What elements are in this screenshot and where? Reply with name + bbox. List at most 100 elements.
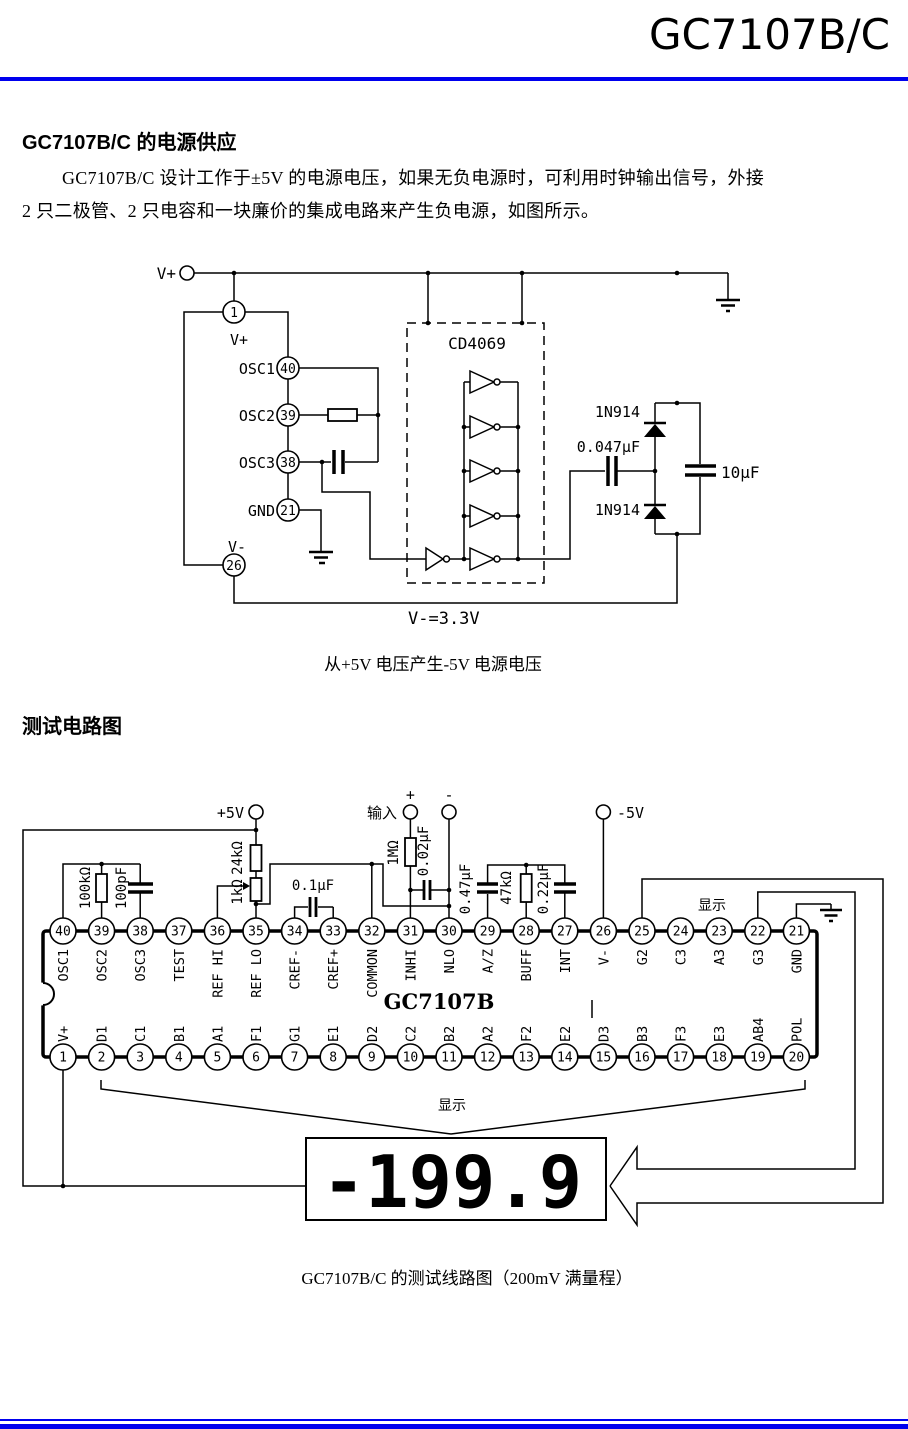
figure2-component-labels: 100kΩ 100pF 24kΩ 1kΩ 0.1µF 1MΩ 0.02µF 0.… — [78, 826, 552, 915]
resistor-24k — [249, 844, 263, 872]
figure2-bottom-pin-names: V+ D1 C1 B1 A1 F1 G1 E1 D2 C2 B2 A2 F2 E… — [56, 1018, 805, 1042]
pump-capacitor-label: 0.047µF — [577, 438, 640, 456]
resistor-100k-label: 100kΩ — [78, 867, 94, 909]
vplus-terminal — [179, 265, 195, 281]
page-title: GC7107B/C — [648, 10, 890, 59]
cd4069-label: CD4069 — [448, 334, 506, 353]
pin-number: 4 — [175, 1051, 183, 1066]
pin-number: 31 — [403, 925, 419, 940]
pin-number: 8 — [329, 1051, 337, 1066]
pin-number: 27 — [557, 925, 573, 940]
figure2-test-circuit-schematic: +5V 输入 + - -5V 100kΩ 100pF 24kΩ 1kΩ 0.1µ… — [22, 786, 884, 1228]
pin-name: COMMON — [365, 949, 381, 998]
filter-capacitor-label: 10µF — [721, 463, 760, 482]
figure1-caption: 从+5V 电压产生-5V 电源电压 — [324, 655, 542, 674]
capacitor-0p47uf — [477, 882, 498, 894]
display-label-bottom: 显示 — [438, 1099, 466, 1114]
pin-number: 28 — [518, 925, 534, 940]
chip-name: GC7107B — [384, 989, 495, 1014]
diode-bottom-label: 1N914 — [595, 501, 640, 519]
pin-number: 22 — [750, 925, 766, 940]
lcd-display — [305, 1137, 607, 1221]
input-minus-terminal — [441, 804, 457, 820]
pin-name: G1 — [288, 1026, 304, 1042]
capacitor-100pf-label: 100pF — [114, 867, 130, 909]
pin-name: V- — [596, 949, 612, 965]
pin-number: 9 — [368, 1051, 376, 1066]
pin-name: NLO — [442, 949, 458, 973]
pin-number: 14 — [557, 1051, 573, 1066]
inverter-gates — [425, 369, 518, 572]
pin-number: 21 — [280, 504, 296, 519]
top-rule — [0, 77, 908, 81]
pin-number: 17 — [673, 1051, 689, 1066]
pin-name: B3 — [635, 1026, 651, 1042]
pin-number: 21 — [789, 925, 805, 940]
pin-name: C1 — [133, 1026, 149, 1042]
pin-number: 23 — [711, 925, 727, 940]
potentiometer-wiper-arrow — [243, 882, 250, 890]
pin-number: 18 — [711, 1051, 727, 1066]
potentiometer-1k — [249, 877, 263, 902]
capacitor-0p22uf-label: 0.22µF — [536, 864, 552, 915]
pin-number: 39 — [280, 409, 296, 424]
pin-number: 33 — [325, 925, 341, 940]
pin-name: CREF- — [288, 949, 304, 990]
input-plus-terminal — [402, 804, 419, 820]
pump-capacitor — [606, 456, 618, 486]
pin-name: F3 — [674, 1026, 690, 1042]
plus5v-label: +5V — [217, 804, 244, 822]
ground-symbol — [820, 908, 842, 923]
minus5v-terminal — [595, 804, 612, 820]
pin-name: E1 — [326, 1026, 342, 1042]
pin-number: 25 — [634, 925, 650, 940]
pin-number: 37 — [171, 925, 187, 940]
pin-name: INT — [558, 949, 574, 973]
pin-name: REF HI — [210, 949, 226, 998]
pin-number: 16 — [634, 1051, 650, 1066]
pin-number: 3 — [136, 1051, 144, 1066]
potentiometer-1k-label: 1kΩ — [230, 879, 246, 904]
pin-number: 40 — [55, 925, 71, 940]
pin-name: A2 — [481, 1026, 497, 1042]
figure1-pin-names: V+ OSC1 OSC2 OSC3 GND V- — [228, 331, 275, 556]
pin-number: 24 — [673, 925, 689, 940]
pin-name: GND — [789, 949, 805, 973]
pin-name: TEST — [172, 949, 188, 982]
pin-number: 40 — [280, 362, 296, 377]
pin-name: C3 — [674, 949, 690, 965]
pin-number: 11 — [441, 1051, 457, 1066]
junction-dots — [231, 270, 680, 562]
pin-name: B2 — [442, 1026, 458, 1042]
pin-name: E3 — [712, 1026, 728, 1042]
pin-number: 10 — [403, 1051, 419, 1066]
figure1-power-supply-schematic: V+ 1 40 39 38 21 26 V+ OSC1 OSC2 OSC3 GN… — [157, 264, 760, 629]
figure1-pin-circles — [222, 300, 300, 577]
pin-name: G2 — [635, 949, 651, 965]
section1-heading: GC7107B/C 的电源供应 — [22, 132, 237, 154]
pin-number: 35 — [248, 925, 264, 940]
pin-number: 15 — [596, 1051, 612, 1066]
pin-name: OSC3 — [239, 454, 275, 472]
display-label-top: 显示 — [698, 899, 726, 914]
pin-number: 1 — [230, 306, 238, 321]
resistor-osc — [327, 408, 358, 422]
pin-name: OSC1 — [239, 360, 275, 378]
resistor-1m-label: 1MΩ — [386, 840, 402, 865]
pin-number: 26 — [226, 559, 242, 574]
filter-capacitor — [685, 464, 716, 477]
ground-symbol — [309, 298, 740, 565]
pin-number: 13 — [518, 1051, 534, 1066]
capacitor-100pf — [128, 882, 153, 894]
pin-name: A3 — [712, 949, 728, 965]
cd4069-box — [406, 322, 545, 584]
pin-name: A/Z — [481, 949, 497, 973]
input-label: 输入 — [367, 805, 397, 822]
resistor-47k — [519, 873, 533, 903]
section1-body-line2: 2 只二极管、2 只电容和一块廉价的集成电路来产生负电源，如图所示。 — [22, 201, 600, 221]
figure2-caption: GC7107B/C 的测试线路图（200mV 满量程） — [301, 1269, 633, 1288]
vplus-terminal-label: V+ — [157, 264, 176, 283]
pin-number: 32 — [364, 925, 380, 940]
pin-name: D2 — [365, 1026, 381, 1042]
